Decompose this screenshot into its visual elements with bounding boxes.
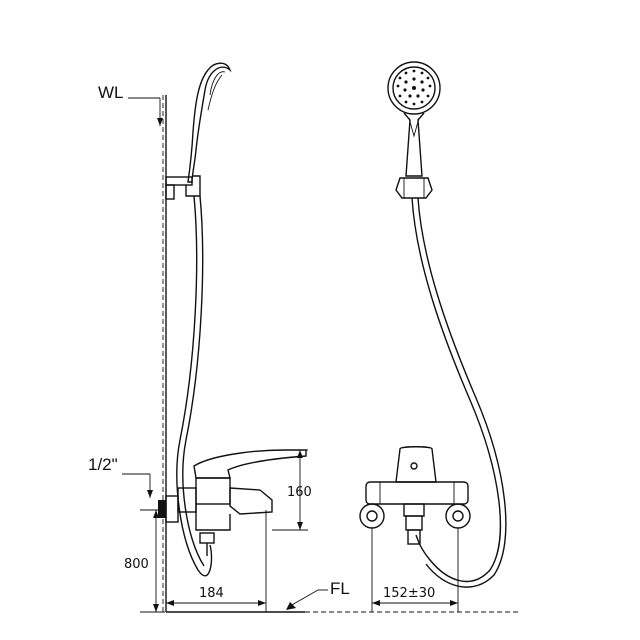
- shower-holder: [165, 176, 193, 186]
- mixer-body-side: [195, 477, 231, 505]
- spout-front: [403, 503, 425, 517]
- hose-side: [176, 195, 213, 577]
- lever-handle-front: [395, 446, 437, 483]
- wl-arrow-icon: [157, 118, 163, 126]
- connection-arrow-icon: [147, 490, 153, 498]
- hand-shower-side: [187, 62, 232, 183]
- diverter-front: [407, 529, 421, 545]
- escutcheon-right: [445, 503, 471, 529]
- hose-front: [411, 197, 502, 583]
- eccentric-side: [165, 495, 179, 523]
- lever-handle-side: [193, 449, 307, 479]
- dim-projection: 184: [199, 586, 224, 601]
- fl-arrow-icon: [286, 602, 296, 610]
- mixer-body-front: [365, 481, 469, 505]
- shower-head-front: [387, 61, 441, 115]
- side-view: WL 1/2" 160: [88, 62, 520, 613]
- escutcheon-left: [359, 503, 385, 529]
- spray-holes: [396, 69, 432, 106]
- connection-label: 1/2": [88, 455, 118, 474]
- wl-label: WL: [98, 83, 124, 102]
- diverter-side: [199, 532, 215, 544]
- shower-handle-front: [403, 112, 425, 177]
- indicator-icon: [410, 462, 418, 470]
- holder-front: [395, 177, 433, 199]
- spout-side: [229, 487, 273, 515]
- fl-label: FL: [330, 579, 350, 598]
- dim-spout-height: 160: [287, 485, 312, 500]
- dim-mount-height: 800: [124, 557, 149, 572]
- dim-center-distance: 152±30: [383, 586, 435, 601]
- front-view: 152±30: [359, 61, 507, 612]
